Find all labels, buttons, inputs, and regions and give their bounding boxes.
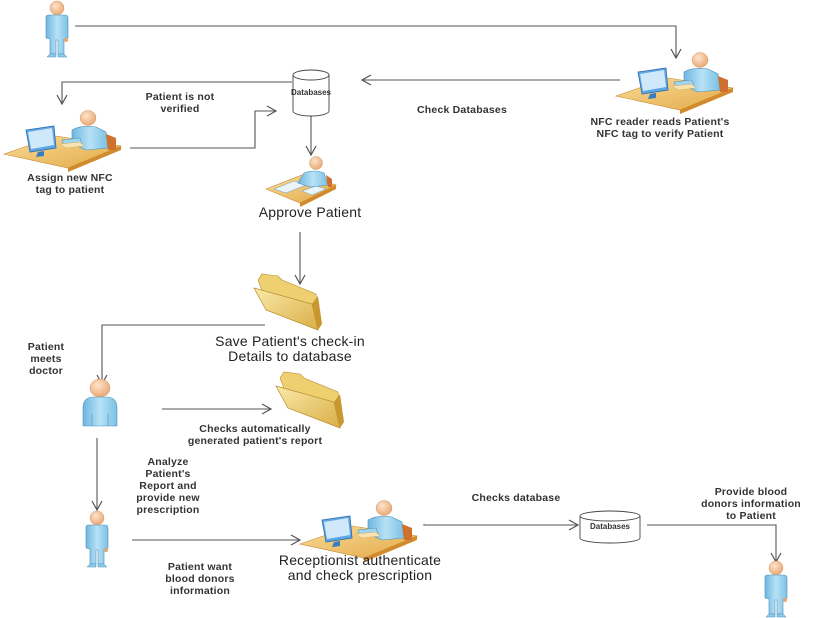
edge-patient-to-nfc-reader [75,25,682,60]
nfc-reader-label: NFC reader reads Patient's NFC tag to ve… [590,116,730,140]
provide-blood-donors-label: Provide blood donors information to Pati… [701,486,801,522]
patient-report-folder-icon [275,371,345,429]
analyze-report-label: Analyze Patient's Report and provide new… [136,456,200,516]
database-top-label: Databases [290,88,332,97]
edge-database-to-patient [647,524,782,564]
receptionist-label: Receptionist authenticate and check pres… [278,552,442,583]
assign-nfc-label: Assign new NFC tag to patient [27,172,113,196]
want-blood-donors-label: Patient want blood donors information [165,561,235,597]
approve-patient-label: Approve Patient [258,204,362,220]
assign-nfc-workstation-icon [3,110,122,173]
patient-start-icon [45,0,69,58]
edge-save-to-doctor [96,324,265,386]
edges [56,25,782,564]
database-bottom-label: Databases [589,522,631,531]
patient-meets-doctor-label: Patient meets doctor [27,341,65,377]
edge-assign-to-database [130,105,278,149]
nfc-reader-workstation-icon [615,52,734,115]
approve-patient-icon [265,156,337,208]
checks-report-label: Checks automatically generated patient's… [187,423,323,447]
checks-database-label: Checks database [471,492,561,504]
save-details-label: Save Patient's check-in Details to datab… [215,333,365,364]
edge-patient-not-verified [56,81,292,106]
patient-mid-icon [85,510,109,568]
patient-not-verified-label: Patient is not verified [145,91,215,115]
patient-end-icon [764,560,788,618]
doctor-icon [82,378,118,427]
save-details-folder-icon [253,273,323,331]
check-databases-label: Check Databases [417,104,507,116]
edge-receptionist-to-database [423,519,580,531]
